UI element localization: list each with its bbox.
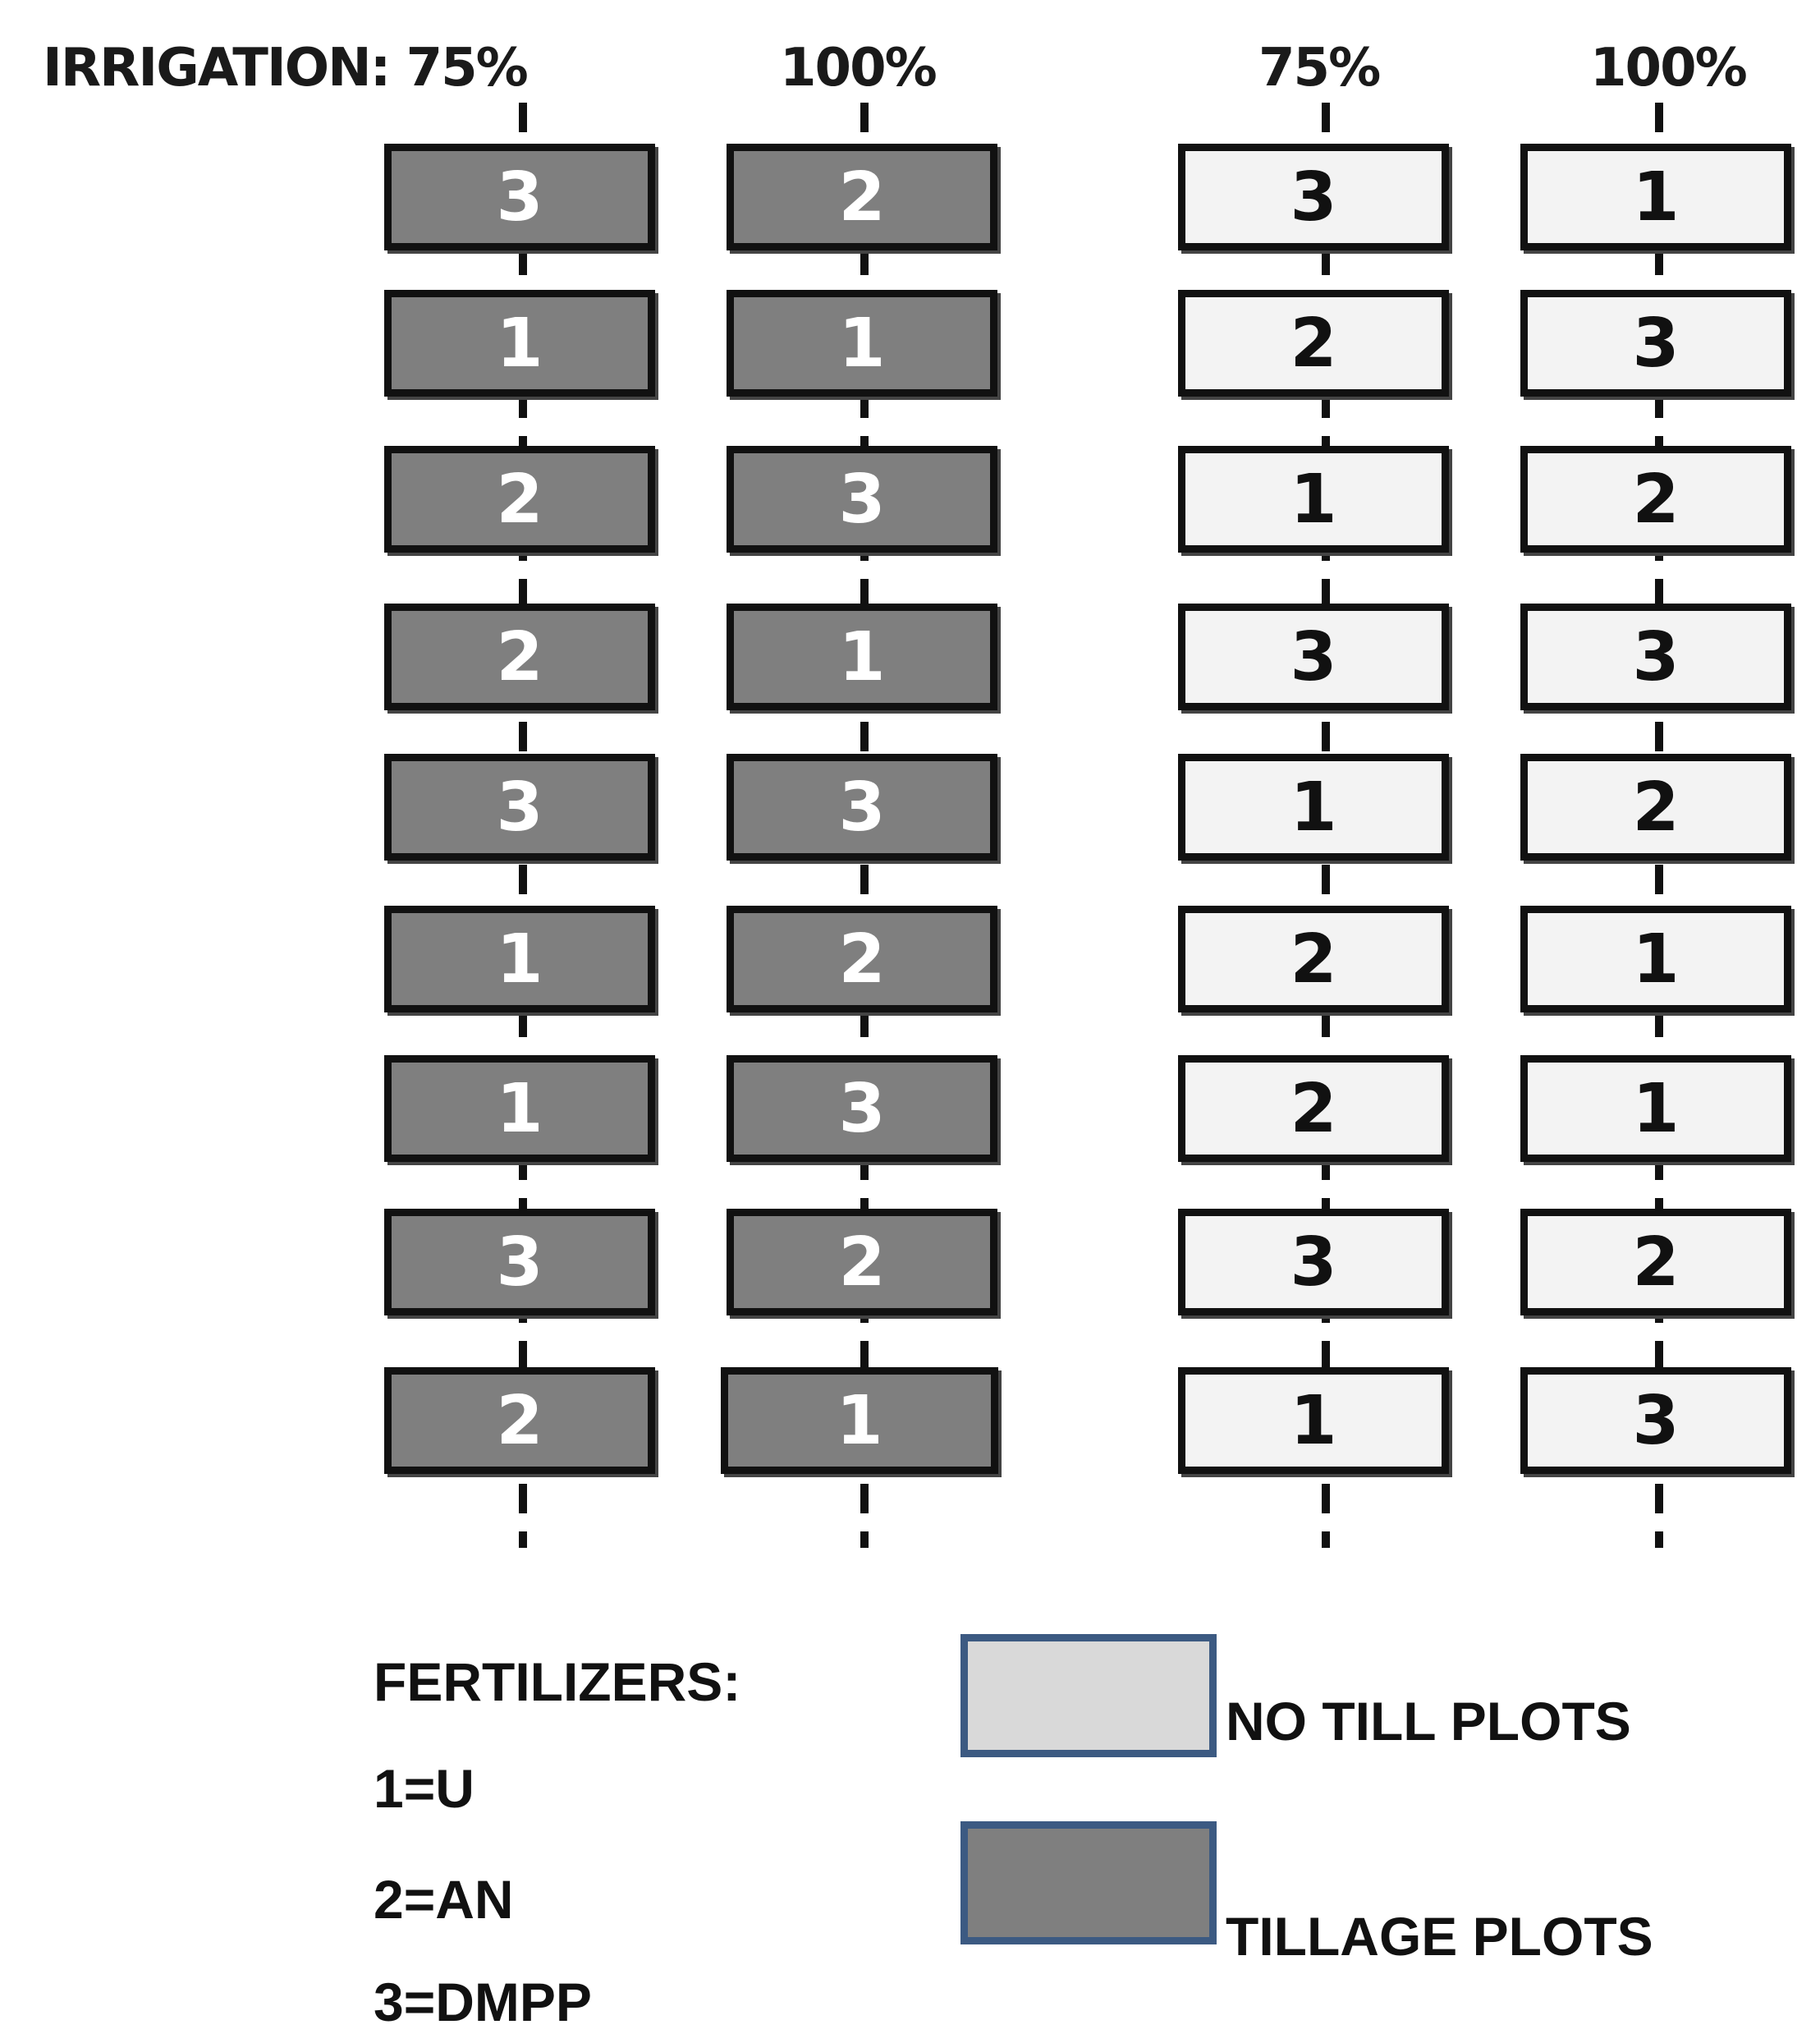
plot-notill-75-3: 1: [1178, 446, 1449, 553]
plot-tillage-75-6: 1: [384, 906, 655, 1012]
header-tillage-100: 100%: [780, 38, 938, 99]
plot-tillage-75-7: 1: [384, 1055, 655, 1162]
plot-notill-75-8: 3: [1178, 1209, 1449, 1315]
plot-notill-75-7: 2: [1178, 1055, 1449, 1162]
plot-notill-100-9: 3: [1520, 1367, 1791, 1474]
plot-notill-100-1: 1: [1520, 144, 1791, 250]
plot-tillage-75-2: 1: [384, 290, 655, 397]
header-notill-75: 75%: [1258, 38, 1381, 99]
plot-tillage-100-2: 1: [727, 290, 997, 397]
plot-notill-75-6: 2: [1178, 906, 1449, 1012]
plot-notill-100-8: 2: [1520, 1209, 1791, 1315]
plot-notill-100-2: 3: [1520, 290, 1791, 397]
plot-tillage-75-9: 2: [384, 1367, 655, 1474]
plot-notill-100-7: 1: [1520, 1055, 1791, 1162]
legend-swatch-tillage: [960, 1821, 1217, 1944]
plot-tillage-100-9: 1: [721, 1367, 998, 1474]
legend-fertilizer-1: 1=U: [374, 1758, 474, 1819]
legend-swatch-no-till: [960, 1634, 1217, 1757]
plot-tillage-100-5: 3: [727, 754, 997, 861]
plot-notill-75-5: 1: [1178, 754, 1449, 861]
plot-notill-75-9: 1: [1178, 1367, 1449, 1474]
plot-tillage-75-1: 3: [384, 144, 655, 250]
plot-notill-100-4: 3: [1520, 604, 1791, 710]
header-notill-100: 100%: [1590, 38, 1748, 99]
plot-tillage-100-1: 2: [727, 144, 997, 250]
plot-notill-100-5: 2: [1520, 754, 1791, 861]
plot-notill-75-2: 2: [1178, 290, 1449, 397]
plot-tillage-100-8: 2: [727, 1209, 997, 1315]
legend-tillage-label: TILLAGE PLOTS: [1226, 1906, 1653, 1967]
plot-notill-75-4: 3: [1178, 604, 1449, 710]
plot-notill-100-6: 1: [1520, 906, 1791, 1012]
legend-fertilizer-2: 2=AN: [374, 1869, 514, 1930]
plot-notill-100-3: 2: [1520, 446, 1791, 553]
legend-fertilizers-title: FERTILIZERS:: [374, 1651, 741, 1712]
plot-tillage-75-5: 3: [384, 754, 655, 861]
legend-no-till-label: NO TILL PLOTS: [1226, 1691, 1631, 1751]
header-irrigation-75: IRRIGATION: 75%: [43, 38, 529, 99]
plot-tillage-75-8: 3: [384, 1209, 655, 1315]
plot-tillage-100-3: 3: [727, 446, 997, 553]
plot-tillage-75-4: 2: [384, 604, 655, 710]
legend-fertilizer-3: 3=DMPP: [374, 1972, 592, 2032]
plot-tillage-100-7: 3: [727, 1055, 997, 1162]
plot-tillage-100-6: 2: [727, 906, 997, 1012]
plot-tillage-100-4: 1: [727, 604, 997, 710]
plot-tillage-75-3: 2: [384, 446, 655, 553]
plot-notill-75-1: 3: [1178, 144, 1449, 250]
